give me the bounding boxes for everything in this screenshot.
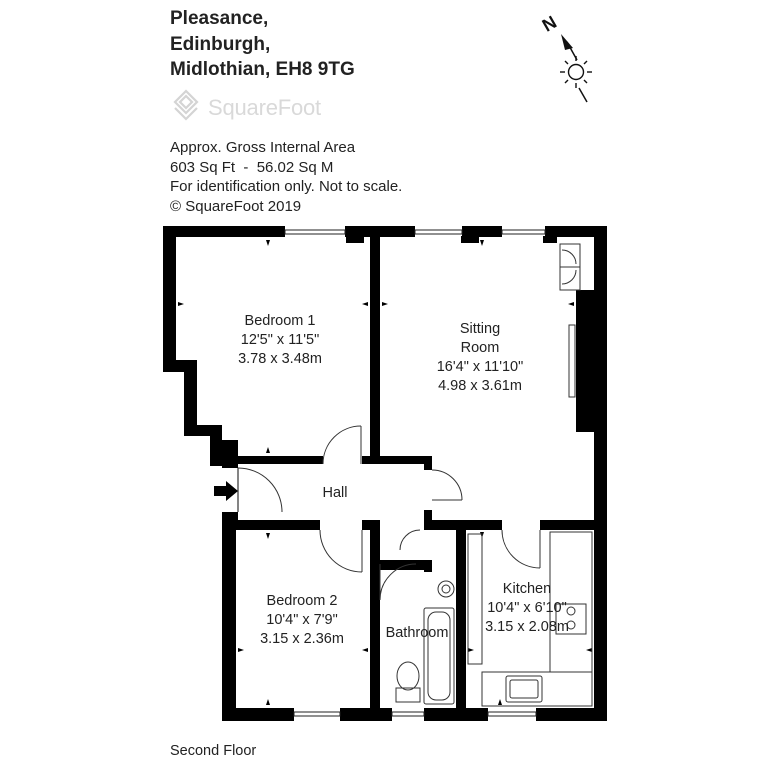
- area-info-line-4: © SquareFoot 2019: [170, 197, 302, 215]
- exterior-walls: [163, 226, 607, 721]
- kitchen-side-counter: [467, 533, 483, 665]
- area-info-line-1: Approx. Gross Internal Area: [170, 139, 356, 156]
- room-hall: Hall: [323, 484, 348, 503]
- address-line-3: Midlothian, EH8 9TG: [170, 59, 355, 80]
- room-bathroom: Bathroom: [386, 624, 449, 643]
- kitchen-name: Kitchen: [502, 581, 552, 597]
- bedroom-2-imperial: 10'4" x 7'9": [266, 612, 338, 628]
- doors: [237, 425, 541, 601]
- compass-south-line: [578, 87, 588, 103]
- windows: [284, 229, 546, 717]
- hall-name: Hall: [322, 485, 348, 501]
- sitting-metric: 4.98 x 3.61m: [438, 378, 522, 394]
- interior-walls: [236, 237, 596, 710]
- bedroom-1-imperial: 12'5" x 11'5": [240, 332, 320, 348]
- bedroom-2-name: Bedroom 2: [266, 593, 338, 609]
- room-bedroom-1: Bedroom 1 12'5" x 11'5" 3.78 x 3.48m: [238, 312, 322, 369]
- room-sitting: Sitting Room 16'4" x 11'10" 4.98 x 3.61m: [437, 320, 524, 396]
- area-info: Approx. Gross Internal Area 603 Sq Ft - …: [170, 138, 402, 216]
- kitchen-imperial: 10'4" x 6'10": [487, 600, 567, 616]
- logo-text: SquareFoot: [208, 95, 321, 120]
- radiator: [568, 324, 576, 398]
- entrance-arrow-icon: [214, 481, 238, 501]
- squarefoot-logo-icon: [173, 89, 199, 121]
- address-line-2: Edinburgh,: [170, 33, 271, 55]
- kitchen-metric: 3.15 x 2.08m: [485, 619, 569, 635]
- sitting-cupboard: [559, 243, 581, 291]
- area-info-line-3: For identification only. Not to scale.: [170, 178, 403, 195]
- dimension-ticks: [178, 240, 592, 705]
- bedroom-2-metric: 3.15 x 2.36m: [260, 631, 344, 647]
- area-info-line-2: 603 Sq Ft - 56.02 Sq M: [170, 158, 334, 176]
- bedroom-1-metric: 3.78 x 3.48m: [238, 351, 322, 367]
- compass-icon: N: [539, 12, 592, 103]
- sitting-name-2: Room: [460, 340, 500, 356]
- bathroom-fixtures: [395, 580, 455, 705]
- kitchen-units: [481, 531, 593, 707]
- bedroom-1-name: Bedroom 1: [244, 313, 316, 329]
- room-kitchen: Kitchen 10'4" x 6'10" 3.15 x 2.08m: [485, 580, 569, 637]
- sun-icon: [560, 56, 592, 88]
- address-line-1: Pleasance,: [170, 8, 269, 29]
- room-bedroom-2: Bedroom 2 10'4" x 7'9" 3.15 x 2.36m: [260, 592, 344, 649]
- address-block: Pleasance, Edinburgh, Midlothian, EH8 9T…: [170, 6, 355, 83]
- sitting-imperial: 16'4" x 11'10": [436, 359, 524, 375]
- squarefoot-logo: SquareFoot: [168, 88, 368, 128]
- sitting-name-1: Sitting: [459, 321, 501, 337]
- window-jambs: [346, 236, 557, 243]
- floor-label: Second Floor: [170, 743, 257, 759]
- bathroom-name: Bathroom: [385, 625, 449, 641]
